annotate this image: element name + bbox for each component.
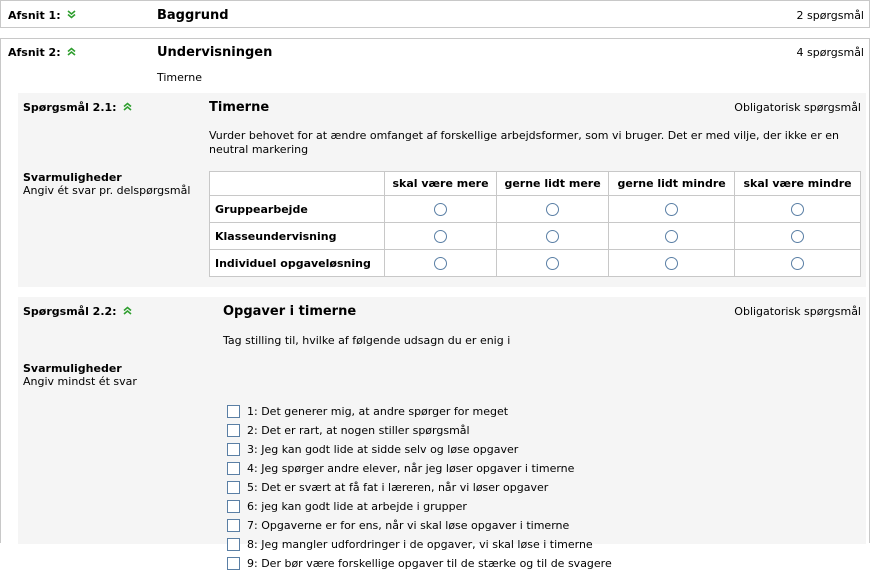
section-1-title: Baggrund [157, 8, 229, 23]
checkbox-label: 7: Opgaverne er for ens, når vi skal løs… [247, 519, 570, 532]
radio-cell [734, 195, 861, 223]
checkbox-label: 3: Jeg kan godt lide at sidde selv og lø… [247, 443, 519, 456]
radio-cell [496, 249, 610, 277]
chevron-double-up-icon[interactable] [123, 102, 132, 114]
matrix-row-individuel-opgaveloesning: Individuel opgaveløsning [209, 249, 861, 277]
question-2-2-label: Spørgsmål 2.2: [23, 305, 132, 318]
checkbox-option[interactable]: 8: Jeg mangler udfordringer i de opgaver… [227, 535, 612, 554]
chevron-double-up-icon[interactable] [123, 306, 132, 318]
question-2-1-mandatory: Obligatorisk spørgsmål [734, 101, 861, 114]
checkbox-option[interactable]: 9: Der bør være forskellige opgaver til … [227, 554, 612, 573]
matrix-row-gruppearbejde: Gruppearbejde [209, 195, 861, 223]
radio-cell [608, 222, 736, 250]
question-2-1-title: Timerne [209, 100, 270, 115]
checkbox-option[interactable]: 6: jeg kan godt lide at arbejde i gruppe… [227, 497, 612, 516]
matrix-column-header: skal være mere [383, 171, 498, 196]
checkbox-label: 9: Der bør være forskellige opgaver til … [247, 557, 612, 570]
radio-button[interactable] [546, 229, 560, 243]
checkbox[interactable] [227, 443, 240, 456]
checkbox[interactable] [227, 405, 240, 418]
section-2-subtitle: Timerne [157, 71, 202, 84]
section-2-title: Undervisningen [157, 45, 273, 60]
radio-button[interactable] [665, 256, 679, 270]
radio-button[interactable] [434, 202, 447, 216]
question-2-1-options-hint: Angiv ét svar pr. delspørgsmål [23, 184, 191, 197]
question-2-1-description: Vurder behovet for at ændre omfanget af … [209, 129, 839, 156]
section-1-question-count: 2 spørgsmål [796, 9, 865, 22]
checkbox[interactable] [227, 500, 240, 513]
radio-cell [608, 195, 736, 223]
radio-button[interactable] [665, 202, 679, 216]
matrix-table: skal være mere gerne lidt mere gerne lid… [209, 171, 861, 277]
checkbox-option[interactable]: 7: Opgaverne er for ens, når vi skal løs… [227, 516, 612, 535]
radio-cell [734, 249, 861, 277]
radio-button[interactable] [791, 202, 805, 216]
question-2-2-mandatory: Obligatorisk spørgsmål [734, 305, 861, 318]
checkbox[interactable] [227, 481, 240, 494]
radio-cell [496, 195, 610, 223]
checkbox[interactable] [227, 557, 240, 570]
question-2-2-title: Opgaver i timerne [223, 304, 357, 319]
question-2-1-label: Spørgsmål 2.1: [23, 101, 132, 114]
chevron-double-down-icon[interactable] [67, 10, 76, 22]
matrix-row-label: Individuel opgaveløsning [209, 249, 385, 277]
checkbox[interactable] [227, 538, 240, 551]
radio-button[interactable] [546, 202, 560, 216]
radio-cell [608, 249, 736, 277]
checkbox-label: 6: jeg kan godt lide at arbejde i gruppe… [247, 500, 467, 513]
matrix-header-row: skal være mere gerne lidt mere gerne lid… [209, 171, 861, 196]
checkbox[interactable] [227, 424, 240, 437]
matrix-corner [209, 171, 385, 196]
radio-cell [383, 222, 498, 250]
section-2-label: Afsnit 2: [8, 46, 76, 59]
matrix-row-label: Gruppearbejde [209, 195, 385, 223]
checkbox-label: 1: Det generer mig, at andre spørger for… [247, 405, 509, 418]
radio-cell [734, 222, 861, 250]
radio-button[interactable] [791, 229, 805, 243]
checkbox-option[interactable]: 3: Jeg kan godt lide at sidde selv og lø… [227, 440, 612, 459]
matrix-row-klasseundervisning: Klasseundervisning [209, 222, 861, 250]
checkbox-label: 4: Jeg spørger andre elever, når jeg løs… [247, 462, 575, 475]
radio-button[interactable] [791, 256, 805, 270]
radio-button[interactable] [434, 229, 447, 243]
checkbox-list: 1: Det generer mig, at andre spørger for… [227, 402, 612, 573]
section-1-header[interactable]: Afsnit 1: Baggrund 2 spørgsmål [0, 0, 870, 28]
matrix-column-header: skal være mindre [734, 171, 861, 196]
checkbox-label: 5: Det er svært at få fat i læreren, når… [247, 481, 549, 494]
checkbox[interactable] [227, 462, 240, 475]
question-2-2-options-heading: Svarmuligheder [23, 362, 122, 375]
chevron-double-up-icon[interactable] [67, 47, 76, 59]
checkbox-label: 8: Jeg mangler udfordringer i de opgaver… [247, 538, 593, 551]
radio-cell [383, 195, 498, 223]
checkbox-label: 2: Det er rart, at nogen stiller spørgsm… [247, 424, 470, 437]
radio-button[interactable] [434, 256, 447, 270]
question-2-2-description: Tag stilling til, hvilke af følgende uds… [223, 334, 511, 347]
checkbox-option[interactable]: 1: Det generer mig, at andre spørger for… [227, 402, 612, 421]
question-2-1-options-heading: Svarmuligheder [23, 171, 122, 184]
question-2-1: Spørgsmål 2.1: Timerne Obligatorisk spør… [18, 93, 866, 287]
matrix-row-label: Klasseundervisning [209, 222, 385, 250]
radio-button[interactable] [665, 229, 679, 243]
question-2-2-options-hint: Angiv mindst ét svar [23, 375, 137, 388]
checkbox[interactable] [227, 519, 240, 532]
checkbox-option[interactable]: 4: Jeg spørger andre elever, når jeg løs… [227, 459, 612, 478]
checkbox-option[interactable]: 5: Det er svært at få fat i læreren, når… [227, 478, 612, 497]
radio-button[interactable] [546, 256, 560, 270]
radio-cell [383, 249, 498, 277]
question-2-2: Spørgsmål 2.2: Opgaver i timerne Obligat… [18, 297, 866, 570]
matrix-column-header: gerne lidt mere [496, 171, 610, 196]
radio-cell [496, 222, 610, 250]
checkbox-option[interactable]: 2: Det er rart, at nogen stiller spørgsm… [227, 421, 612, 440]
matrix-column-header: gerne lidt mindre [608, 171, 736, 196]
section-1-label: Afsnit 1: [8, 9, 76, 22]
section-2: Afsnit 2: Undervisningen 4 spørgsmål Tim… [0, 38, 870, 570]
section-2-question-count: 4 spørgsmål [796, 46, 865, 59]
